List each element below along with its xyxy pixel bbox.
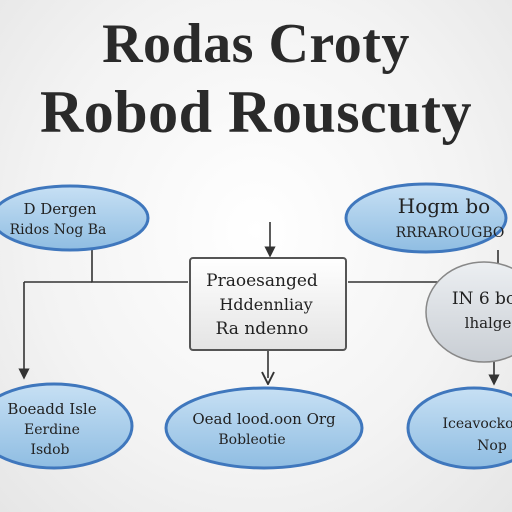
node-center-line-3: Ra ndenno xyxy=(216,319,309,339)
node-bottom-left-line-3: Isdob xyxy=(30,442,69,458)
node-center-line-1: Praoesanged xyxy=(206,271,318,291)
node-bottom-center-line-1: Oead lood.oon Org xyxy=(192,410,336,428)
node-bottom-right-line-1: Iceavocko xyxy=(442,416,512,432)
node-bottom-left-line-2: Eerdine xyxy=(24,422,80,438)
node-right-line-2: lhalge xyxy=(465,314,512,332)
node-top-left-shape xyxy=(0,184,150,252)
node-center-line-2: Hddennliay xyxy=(219,295,312,314)
node-center: Praoesanged Hddennliay Ra ndenno xyxy=(189,257,347,351)
node-top-right: Hogm bo RRRAROUGBO xyxy=(344,182,508,254)
node-bottom-left-line-1: Boeadd Isle xyxy=(7,400,96,418)
node-top-right-line-2: RRRAROUGBO xyxy=(396,225,505,241)
node-bottom-right-shape xyxy=(406,386,512,470)
diagram-title-line-1: Rodas Croty xyxy=(102,13,410,75)
node-right: IN 6 bo lhalge xyxy=(425,261,512,363)
node-top-left-line-2: Ridos Nog Ba xyxy=(10,222,107,238)
node-top-right-shape xyxy=(344,182,508,254)
node-top-left: D Dergen Ridos Nog Ba xyxy=(0,184,150,252)
node-bottom-left-shape xyxy=(0,382,134,470)
node-right-line-1: IN 6 bo xyxy=(452,289,512,309)
diagram-title-line-2: Robod Rouscuty xyxy=(39,79,473,145)
node-center-shape xyxy=(189,257,347,351)
node-bottom-center: Oead lood.oon Org Bobleotie xyxy=(164,386,364,470)
node-bottom-right: Iceavocko Nop xyxy=(406,386,512,470)
connector-lines xyxy=(18,222,504,386)
node-bottom-center-line-2: Bobleotie xyxy=(218,432,285,448)
node-top-right-line-1: Hogm bo xyxy=(398,194,490,218)
connector-top-left-to-center xyxy=(91,248,188,283)
node-bottom-right-line-2: Nop xyxy=(477,438,507,454)
node-top-left-line-1: D Dergen xyxy=(23,200,96,218)
node-bottom-center-shape xyxy=(164,386,364,470)
node-bottom-left: Boeadd Isle Eerdine Isdob xyxy=(0,382,134,470)
node-right-shape xyxy=(425,261,512,363)
